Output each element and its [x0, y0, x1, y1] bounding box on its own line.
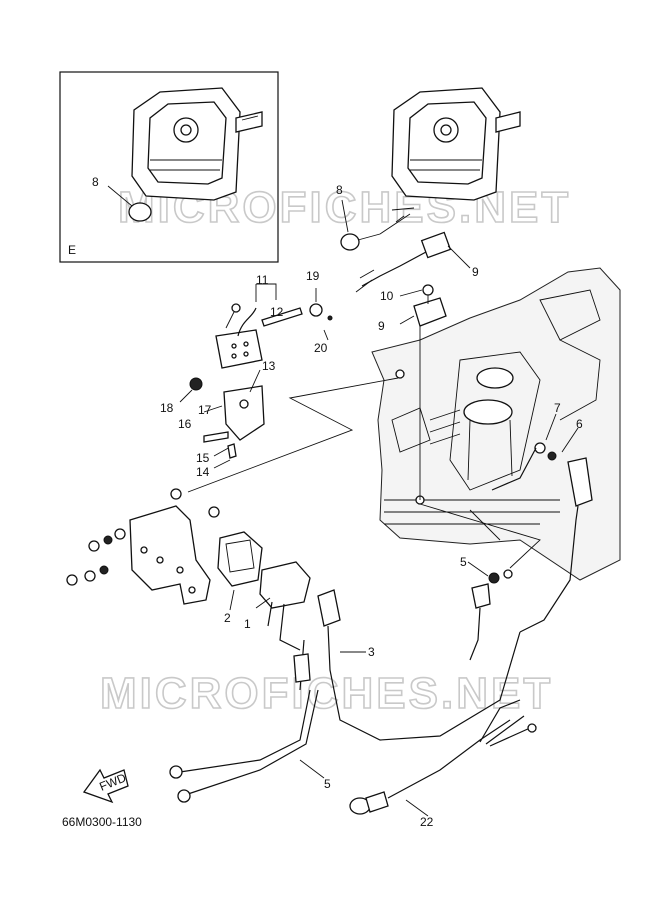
callout-15: 14: [196, 465, 210, 479]
callout-6: 6: [576, 417, 583, 431]
relay-assembly: 11 12 19 20 13 18 17 16 15 14: [160, 269, 333, 479]
regulator-and-coil: 2 1 3: [217, 531, 521, 741]
callout-12: 11: [256, 273, 269, 287]
callout-9: 9: [472, 265, 479, 279]
callout-8: 8: [336, 183, 343, 197]
wire-harness-22: 22: [349, 699, 537, 829]
callout-22: 22: [420, 815, 434, 829]
cover-plate-top-right: [391, 87, 521, 201]
callout-20: 19: [306, 269, 320, 283]
callout-7: 7: [554, 401, 561, 415]
callout-17: 16: [178, 417, 192, 431]
inset-frame: [59, 71, 279, 263]
bracket-10-11: 10 9: [378, 284, 447, 333]
callout-3: 3: [368, 645, 375, 659]
callout-inset-8: 8: [92, 175, 99, 189]
terminals-4-6-7: 7 6 5: [460, 401, 593, 661]
sensor-assembly: 8 9: [336, 183, 479, 293]
callout-13: 12: [270, 305, 284, 319]
mounting-bracket: [66, 488, 220, 605]
callout-11: 10: [380, 289, 394, 303]
callout-16: 15: [196, 451, 210, 465]
callout-21: 20: [314, 341, 328, 355]
callout-1: 1: [244, 617, 251, 631]
leader-lines: [187, 377, 541, 569]
inset-grommet: 8: [92, 175, 152, 222]
callout-18: 17: [198, 403, 212, 417]
callout-10: 9: [378, 319, 385, 333]
callout-5: 5: [324, 777, 331, 791]
diagram-code: 66M0300-1130: [62, 815, 142, 829]
callout-2: 2: [224, 611, 231, 625]
inset-detail-e: E 8: [59, 71, 279, 263]
inset-cover-plate: [131, 87, 263, 201]
engine-block: [371, 267, 621, 581]
callout-14: 13: [262, 359, 276, 373]
callout-19: 18: [160, 401, 174, 415]
watermark-bottom: MICROFICHES.NET: [100, 669, 553, 718]
callout-4: 5: [460, 555, 467, 569]
inset-label: E: [68, 243, 76, 257]
wire-harness-5: 5: [169, 689, 331, 803]
fwd-arrow: FWD: [82, 768, 129, 804]
